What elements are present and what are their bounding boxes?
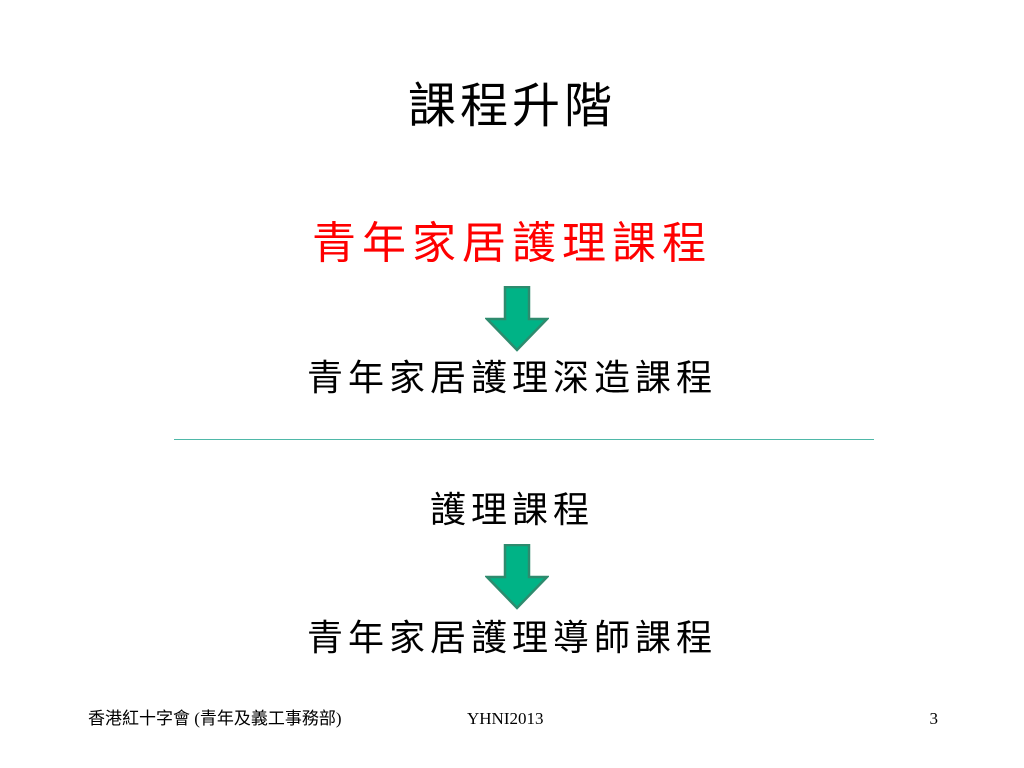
footer-organization: 香港紅十字會 (青年及義工事務部) (88, 709, 342, 728)
footer-page-number: 3 (929, 709, 939, 728)
section-divider (174, 439, 874, 440)
down-arrow-icon (485, 544, 549, 610)
arrow-shape (485, 286, 549, 352)
slide-title: 課程升階 (407, 78, 616, 134)
down-arrow-icon (485, 286, 549, 352)
footer-code: YHNI2013 (467, 709, 544, 728)
course-youth-home-care-instructor: 青年家居護理導師課程 (306, 618, 717, 659)
course-youth-home-care: 青年家居護理課程 (312, 218, 712, 269)
arrow-shape (485, 544, 549, 610)
course-advanced-youth-home-care: 青年家居護理深造課程 (306, 358, 717, 399)
course-nursing: 護理課程 (429, 490, 594, 531)
